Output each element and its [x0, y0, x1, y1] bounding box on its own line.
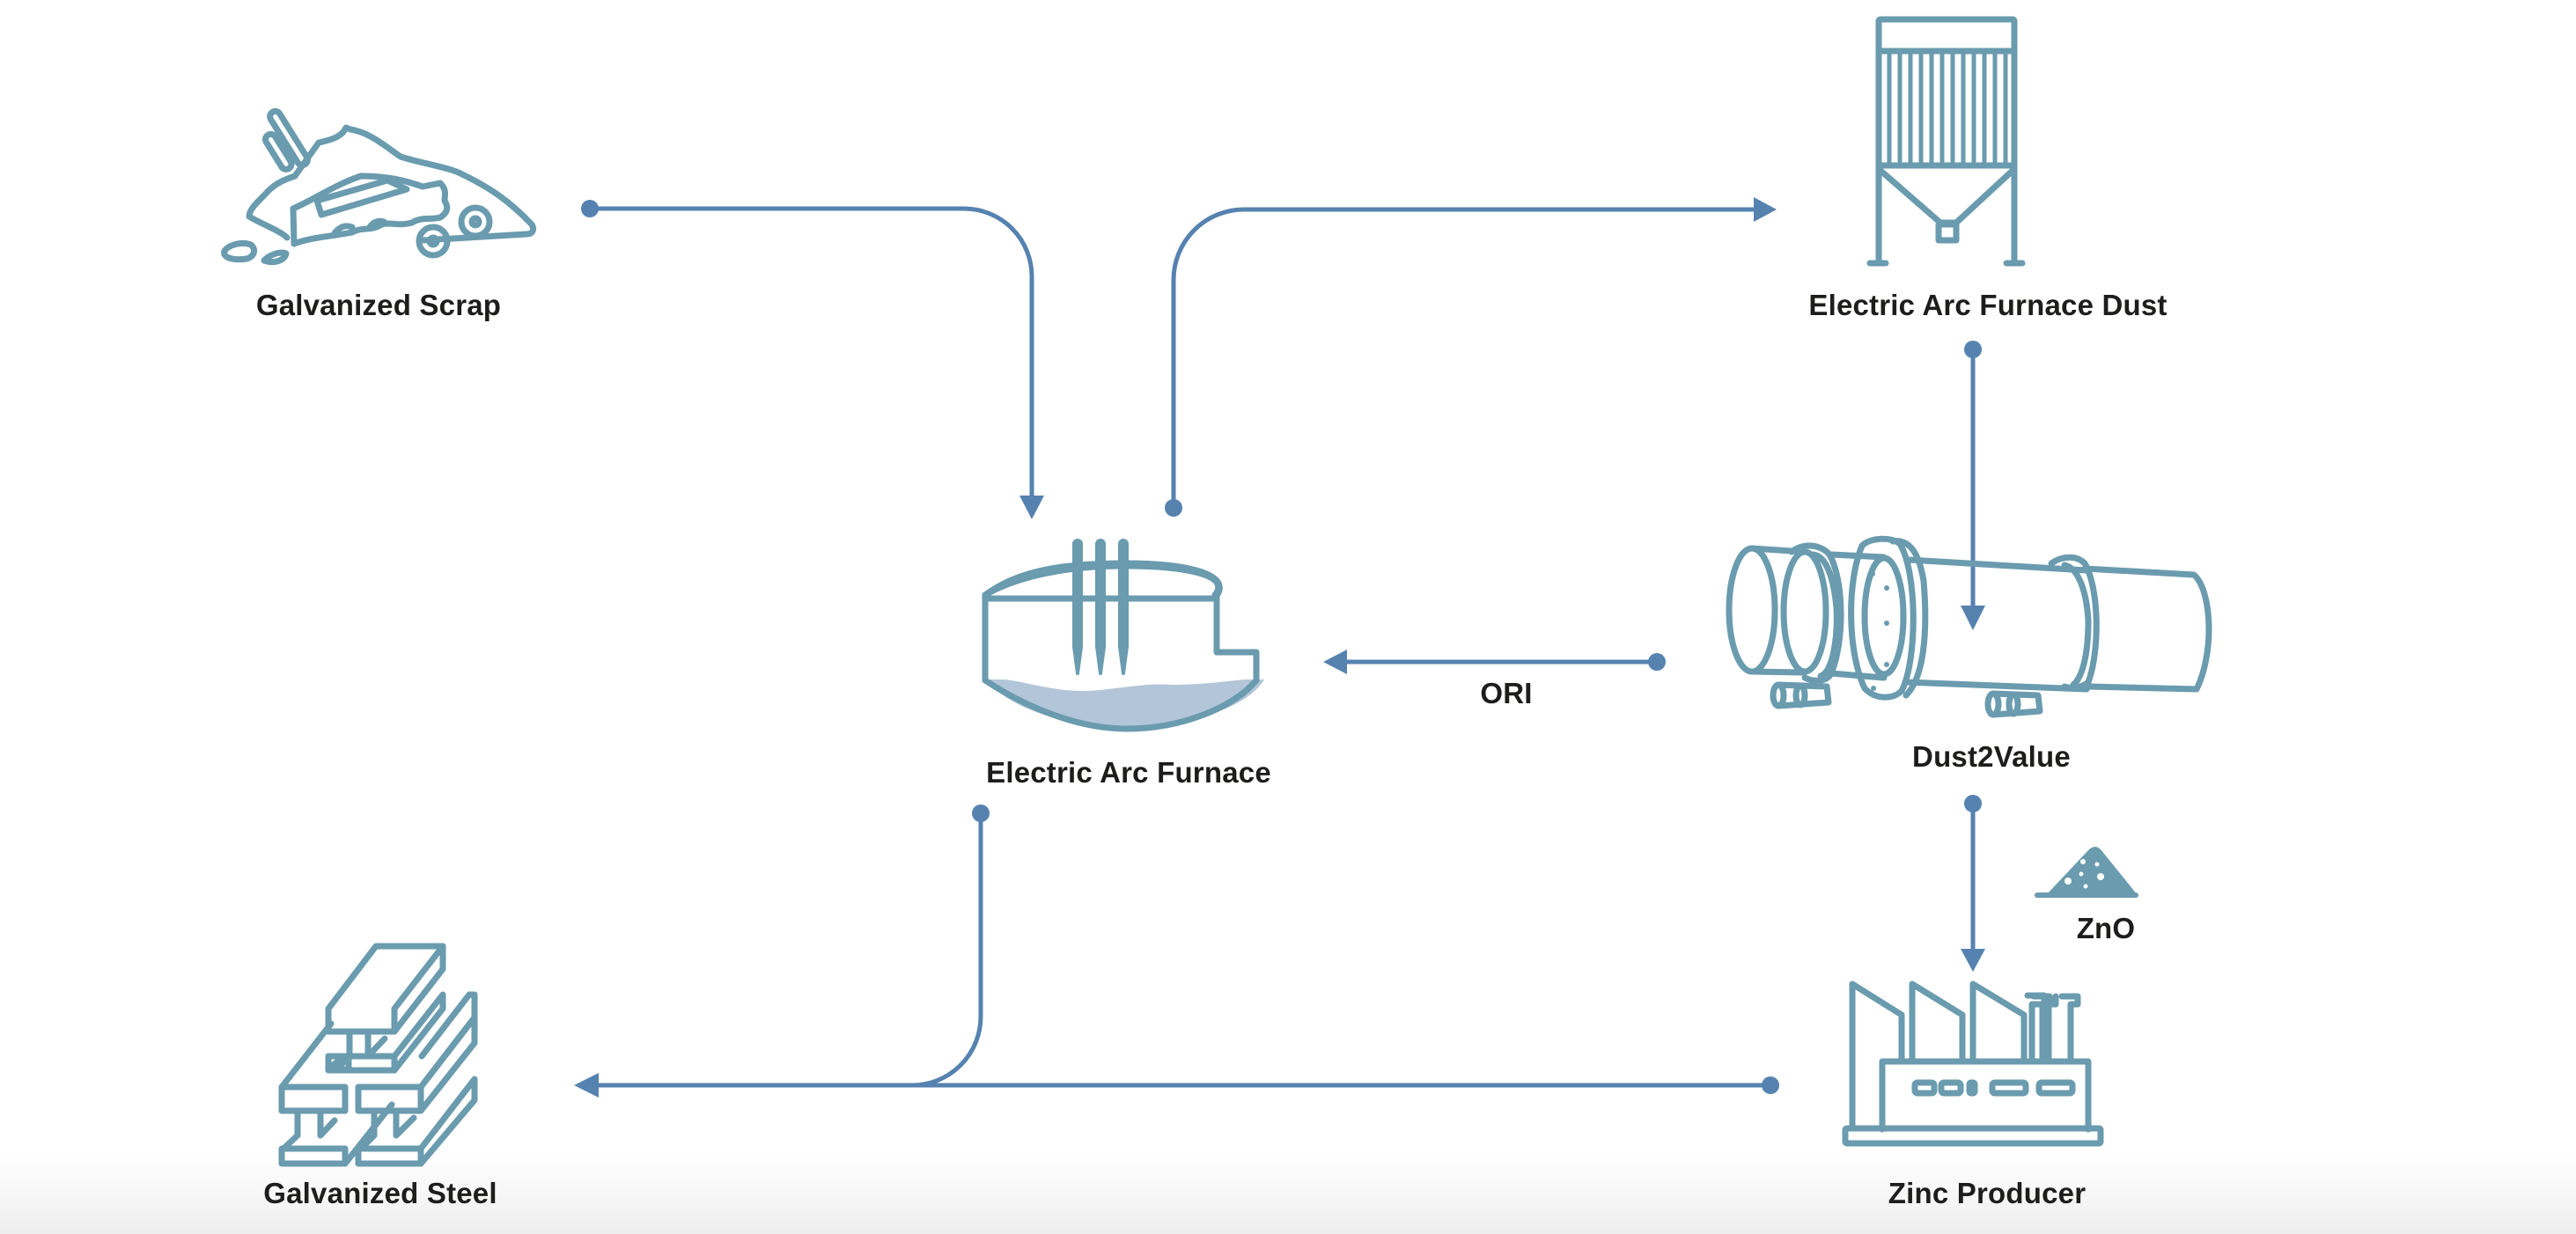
- powder-pile-icon: [2035, 847, 2138, 898]
- arrowhead-left-icon: [1323, 650, 1347, 674]
- edge-line: [1171, 207, 1756, 508]
- arrowhead-down-icon: [1961, 949, 1985, 972]
- factory-icon: [1842, 981, 2104, 1147]
- edge-scrap-to-eaf: [581, 200, 1044, 519]
- edge-dust-to-dust2value: [1961, 341, 1985, 630]
- edge-dust2value-to-zinc: [1961, 795, 1985, 972]
- edge-zinc-to-steel: [574, 1073, 1779, 1098]
- electric-arc-furnace-icon: [982, 539, 1264, 732]
- edge-eaf-to-steel: [911, 804, 990, 1088]
- arrowhead-left-icon: [574, 1073, 599, 1098]
- dust-collector-icon: [1866, 16, 2026, 267]
- rotary-kiln-icon: [1726, 535, 2212, 718]
- arrowhead-right-icon: [1754, 197, 1777, 222]
- node-label-galvanized-steel: Galvanized Steel: [263, 1177, 497, 1209]
- edge-label-ori: ORI: [1480, 677, 1533, 709]
- arrowhead-down-icon: [1961, 606, 1985, 630]
- arrowhead-down-icon: [1019, 496, 1044, 519]
- node-label-dust2value: Dust2Value: [1912, 740, 2071, 773]
- edge-line: [590, 206, 1034, 497]
- product-label-zno: ZnO: [2076, 912, 2136, 944]
- node-label-galvanized-scrap: Galvanized Scrap: [255, 289, 502, 321]
- node-label-zinc-producer: Zinc Producer: [1888, 1177, 2087, 1209]
- bottom-shade: [0, 1155, 2576, 1234]
- scrap-pile-icon: [221, 107, 537, 266]
- edge-eaf-to-dust: [1165, 197, 1777, 517]
- node-label-electric-arc-furnace: Electric Arc Furnace: [986, 756, 1271, 789]
- node-label-eaf-dust: Electric Arc Furnace Dust: [1808, 289, 2168, 321]
- edge-line: [911, 813, 983, 1088]
- steel-beams-icon: [278, 943, 478, 1167]
- edge-dust2value-to-eaf-ori: [1323, 650, 1666, 674]
